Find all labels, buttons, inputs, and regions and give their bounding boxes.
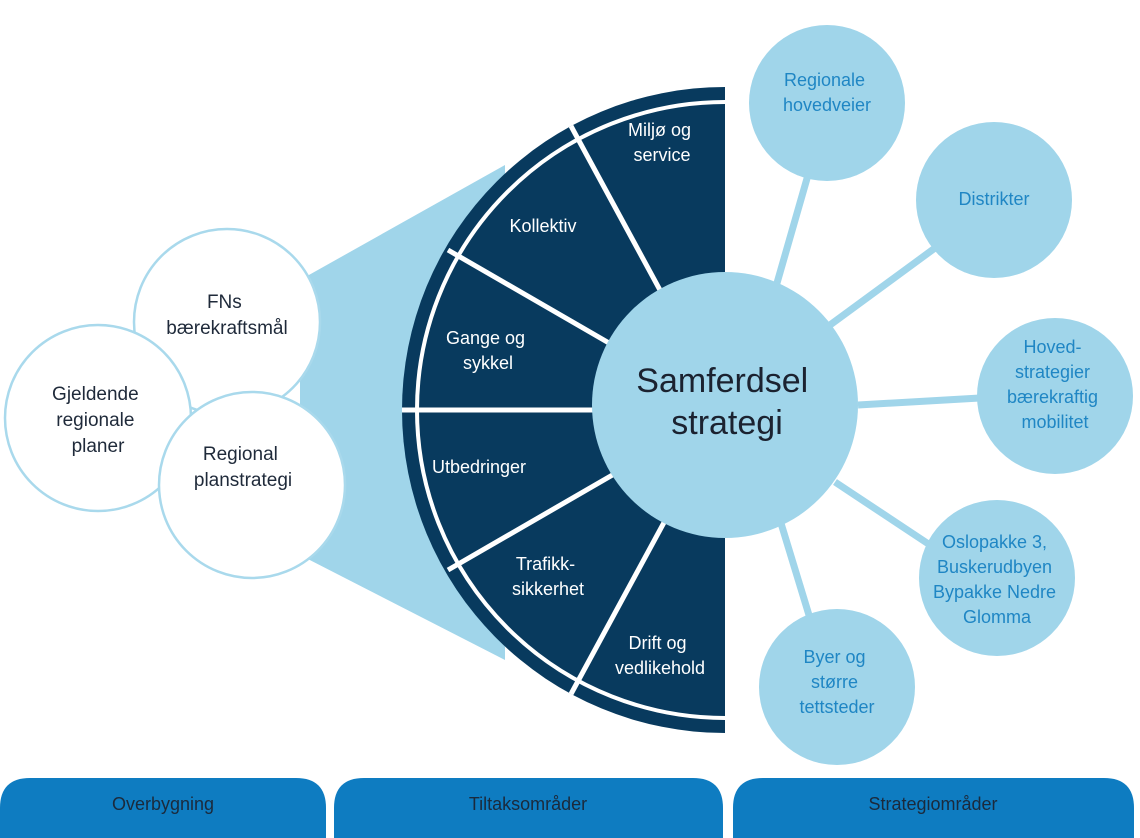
center-label: Samferdsel strategi (636, 362, 817, 442)
center-circle (592, 272, 858, 538)
bar-overbygning-label: Overbygning (112, 794, 214, 814)
connector-oslopakke (833, 479, 932, 548)
circle-oslopakke (919, 500, 1075, 656)
segment-gange-sykkel: Gange og sykkel (446, 328, 530, 373)
circle-distrikter (916, 122, 1072, 278)
segment-kollektiv: Kollektiv (509, 216, 576, 236)
right-circles: Regionale hovedveier Distrikter Hoved- s… (749, 25, 1133, 765)
circle-byer (759, 609, 915, 765)
circle-regionale-hovedveier-label: Regionale hovedveier (783, 70, 871, 115)
circle-oslopakke-label: Oslopakke 3, Buskerudbyen Bypakke Nedre … (933, 532, 1061, 627)
segment-drift-vedlikehold: Drift og vedlikehold (615, 633, 705, 678)
connector-distrikter (827, 245, 938, 328)
circle-regional-planstrategi (157, 390, 347, 580)
connector-byer (776, 518, 816, 627)
bottom-bars: Overbygning Tiltaksområder Strategiområd… (0, 778, 1134, 838)
connector-lines (771, 174, 981, 627)
bar-overbygning (0, 778, 326, 838)
segment-trafikksikkerhet: Trafikk- sikkerhet (512, 554, 584, 599)
circle-regional-planstrategi-label: Regional planstrategi (194, 444, 292, 491)
bar-tiltaksomrader-label: Tiltaksområder (469, 794, 587, 814)
bar-tiltaksomrader (334, 778, 723, 838)
circle-byer-label: Byer og større tettsteder (799, 647, 874, 717)
left-circles: FNs bærekraftsmål Gjeldende regionale pl… (3, 227, 347, 580)
segment-utbedringer: Utbedringer (432, 457, 526, 477)
measures-semicircle: Miljø og service Kollektiv Gange og sykk… (402, 87, 728, 733)
circle-fns-label: FNs bærekraftsmål (166, 292, 287, 339)
circle-distrikter-label: Distrikter (959, 189, 1030, 209)
bar-strategiomrader-label: Strategiområder (868, 794, 997, 814)
segment-miljo-service: Miljø og service (628, 120, 696, 165)
bar-strategiomrader (733, 778, 1134, 838)
circle-hovedstrategier-label: Hoved- strategier bærekraftig mobilitet (1007, 337, 1103, 432)
connector-hovedstrategier (857, 394, 981, 409)
circle-regionale-hovedveier (749, 25, 905, 181)
circle-hovedstrategier (977, 318, 1133, 474)
circle-gjeldende-label: Gjeldende regionale planer (52, 384, 144, 457)
connector-regionale-hovedveier (771, 174, 812, 291)
